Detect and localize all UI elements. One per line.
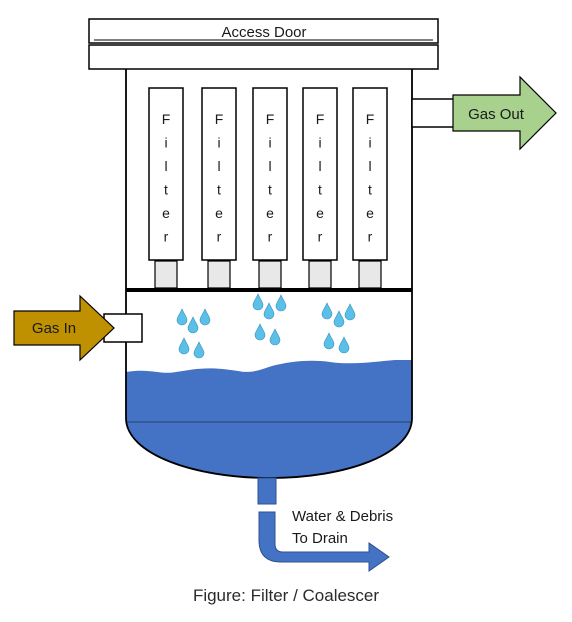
water-drop-icon [178,337,190,355]
gas-out-nozzle [411,98,457,128]
water-drop-icon [323,332,335,350]
droplet-cluster [176,293,356,359]
water-drop-icon [199,308,211,326]
water-drop-icon [344,303,356,321]
access-door-plate [88,18,439,44]
water-drop-icon [193,341,205,359]
filter-base [258,260,282,289]
filter-cartridge [302,87,338,261]
water-drop-icon [254,323,266,341]
water-drop-icon [333,310,345,328]
access-door-label: Access Door [221,24,306,41]
water-drop-icon [275,294,287,312]
water-drop-icon [269,328,281,346]
water-drop-icon [252,293,264,311]
filter-cartridge [201,87,237,261]
water-pool [126,360,412,478]
filter-base [154,260,178,289]
filter-cartridge [148,87,184,261]
filter-base [207,260,231,289]
water-drop-icon [263,302,275,320]
drain-label-line1: Water & Debris [292,508,393,525]
drain-nozzle [257,477,277,505]
drain-arrow [258,511,390,572]
gas-out-label: Gas Out [468,106,525,123]
filter-base [308,260,332,289]
drain-label-line2: To Drain [292,530,348,547]
figure-caption: Figure: Filter / Coalescer [192,586,380,605]
gas-in-label: Gas In [32,320,76,337]
filter-cartridge [352,87,388,261]
water-drop-icon [176,308,188,326]
water-drop-icon [321,302,333,320]
gas-in-arrow [13,294,115,362]
water-drop-icon [338,336,350,354]
access-door-flange [88,44,439,70]
water-drop-icon [187,316,199,334]
filter-base [358,260,382,289]
gas-out-arrow [452,75,557,151]
filter-cartridge [252,87,288,261]
